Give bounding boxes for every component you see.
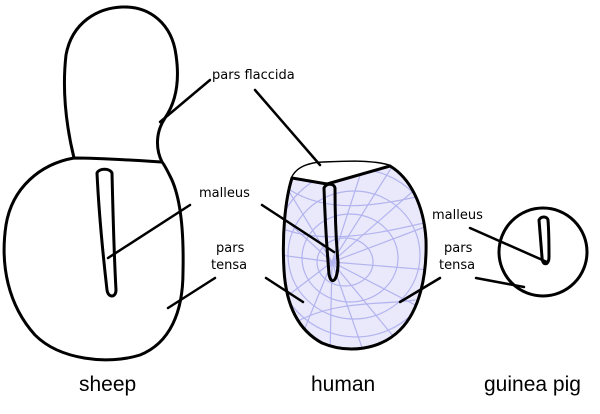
guinea-pig-malleus	[537, 215, 551, 266]
label-pars-tensa-human-line2: tensa	[211, 258, 248, 273]
leader-lines	[106, 78, 549, 310]
label-malleus-guinea-pig: malleus	[432, 208, 483, 223]
label-pars-flaccida: pars flaccida	[212, 68, 295, 83]
human-circular-fibers	[283, 168, 427, 338]
leader-flaccida-to-sheep	[158, 78, 212, 124]
caption-sheep: sheep	[79, 373, 137, 396]
caption-guinea-pig: guinea pig	[484, 373, 581, 396]
leader-tensa-to-human	[264, 276, 305, 304]
human-eardrum	[281, 160, 428, 351]
human-malleus	[322, 182, 340, 283]
leader-tensa-to-sheep	[166, 276, 217, 310]
human-pars-flaccida-fill	[292, 161, 390, 184]
label-malleus-human: malleus	[199, 186, 250, 201]
label-pars-tensa-guinea-line2: tensa	[439, 258, 476, 273]
sheep-malleus	[95, 167, 118, 298]
leader-tensa-to-guinea	[474, 276, 526, 289]
sheep-pars-flaccida-outline	[62, 5, 179, 164]
leader-malleus-to-guinea	[468, 226, 549, 264]
label-pars-tensa-human-line1: pars	[216, 241, 245, 256]
leader-flaccida-to-human	[253, 88, 322, 167]
leader-tensa-to-human-right	[398, 276, 442, 304]
leader-malleus-to-sheep	[106, 203, 192, 260]
leader-malleus-to-human	[260, 203, 336, 254]
sheep-pars-tensa-outline	[2, 156, 185, 362]
caption-human: human	[311, 373, 376, 396]
label-pars-tensa-guinea-line1: pars	[444, 241, 473, 256]
guinea-pig-eardrum	[497, 206, 589, 298]
guinea-pig-tympanum-outline	[497, 206, 589, 298]
sheep-eardrum	[2, 5, 185, 362]
